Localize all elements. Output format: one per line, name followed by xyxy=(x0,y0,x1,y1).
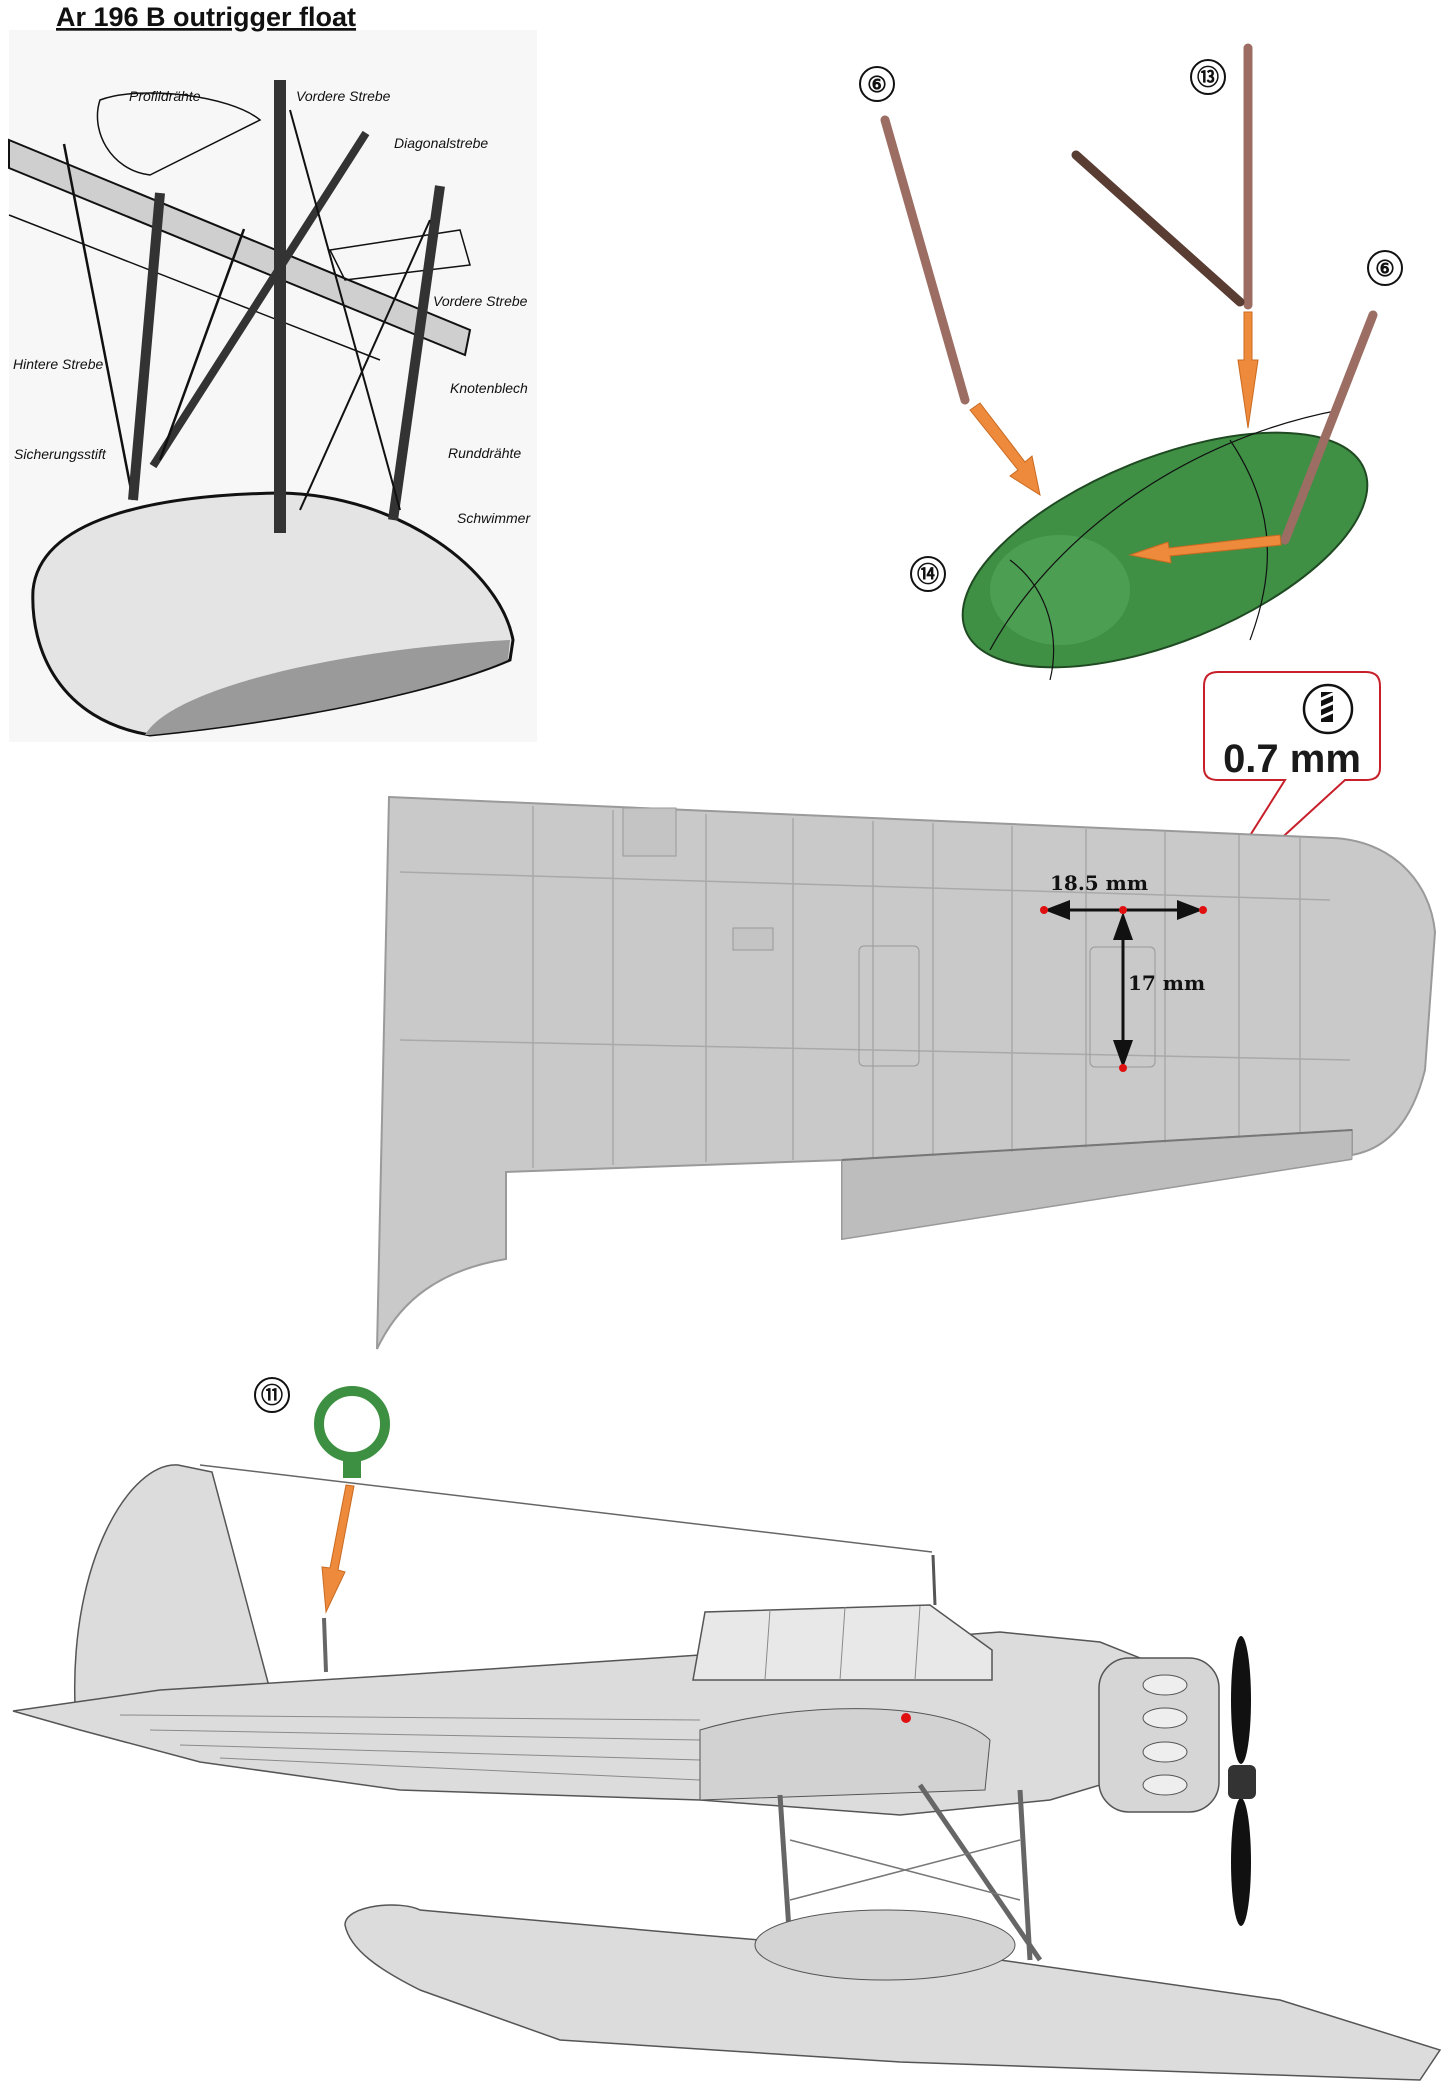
label-schwimmer: Schwimmer xyxy=(457,510,531,526)
drill-bit-icon xyxy=(1302,683,1354,735)
arrow-part-11 xyxy=(321,1484,355,1614)
arrow-right-strut xyxy=(1128,534,1282,564)
drill-point xyxy=(1040,906,1048,914)
arrow-center-strut xyxy=(1237,311,1259,429)
part-label-13: ⑬ xyxy=(1190,59,1226,95)
label-vordere-strebe-right: Vordere Strebe xyxy=(433,293,528,309)
drawing-title: Ar 196 B outrigger float xyxy=(56,2,356,32)
float-assembly: ⑥ ⑬ ⑥ ⑭ xyxy=(859,43,1403,681)
drill-size: 0.7 mm xyxy=(1223,737,1361,781)
label-knotenblech: Knotenblech xyxy=(450,380,528,396)
wing-hatch xyxy=(858,945,920,1067)
wing-root xyxy=(699,1708,991,1801)
strut-13-diagonal xyxy=(1071,150,1245,307)
antenna-wire xyxy=(199,1464,933,1553)
svg-text:⑬: ⑬ xyxy=(1197,65,1219,90)
label-vordere-strebe-top: Vordere Strebe xyxy=(296,88,391,104)
label-sicherungsstift: Sicherungsstift xyxy=(14,446,107,462)
wing-panel-lines xyxy=(399,806,1351,1168)
drill-point xyxy=(1119,1064,1127,1072)
wing-part xyxy=(376,795,1437,1350)
reference-drawing: Ar 196 B outrigger float Profildrähte Vo… xyxy=(8,2,537,742)
main-float xyxy=(344,1904,1442,2081)
label-runddraehte: Runddrähte xyxy=(448,445,521,461)
antenna-mast xyxy=(931,1554,937,1606)
drill-point xyxy=(1199,906,1207,914)
aircraft-side-view: ⑪ xyxy=(12,1377,1442,2081)
wing-dimensions: 18.5 mm 17 mm xyxy=(1040,871,1207,1072)
svg-text:⑭: ⑭ xyxy=(917,562,939,587)
wing-hatch xyxy=(622,807,677,857)
part-label-14: ⑭ xyxy=(910,556,946,592)
dimension-vertical: 17 mm xyxy=(1128,971,1205,995)
strut-6-right xyxy=(1280,310,1378,545)
marker-dot xyxy=(901,1713,911,1723)
strut-6-left xyxy=(880,115,970,405)
drill-point xyxy=(1119,906,1127,914)
antenna-mast-rear xyxy=(322,1617,328,1673)
fuselage-panel-lines xyxy=(119,1714,701,1781)
arrow-left-strut xyxy=(969,402,1041,497)
dimension-horizontal: 18.5 mm xyxy=(1050,871,1148,895)
wing-hatch xyxy=(732,927,774,951)
svg-text:⑥: ⑥ xyxy=(867,72,887,97)
struts xyxy=(62,80,445,533)
label-profildraehte: Profildrähte xyxy=(129,88,201,104)
label-diagonalstrebe: Diagonalstrebe xyxy=(394,135,488,151)
engine-cowling xyxy=(1098,1657,1220,1813)
part-11-mast-ring xyxy=(314,1386,390,1478)
float-fairing xyxy=(754,1909,1016,1981)
float-struts xyxy=(777,1783,1043,1962)
part-label-6-left: ⑥ xyxy=(859,66,895,102)
float-bottom xyxy=(145,640,510,735)
part-label-6-right: ⑥ xyxy=(1367,250,1403,286)
part-label-11: ⑪ xyxy=(254,1377,290,1413)
svg-text:⑪: ⑪ xyxy=(261,1383,283,1408)
propeller xyxy=(1228,1636,1256,1926)
label-hintere-strebe: Hintere Strebe xyxy=(13,356,103,372)
wing-section xyxy=(8,92,472,361)
svg-text:⑥: ⑥ xyxy=(1375,256,1395,281)
tail-fin xyxy=(74,1464,271,1706)
